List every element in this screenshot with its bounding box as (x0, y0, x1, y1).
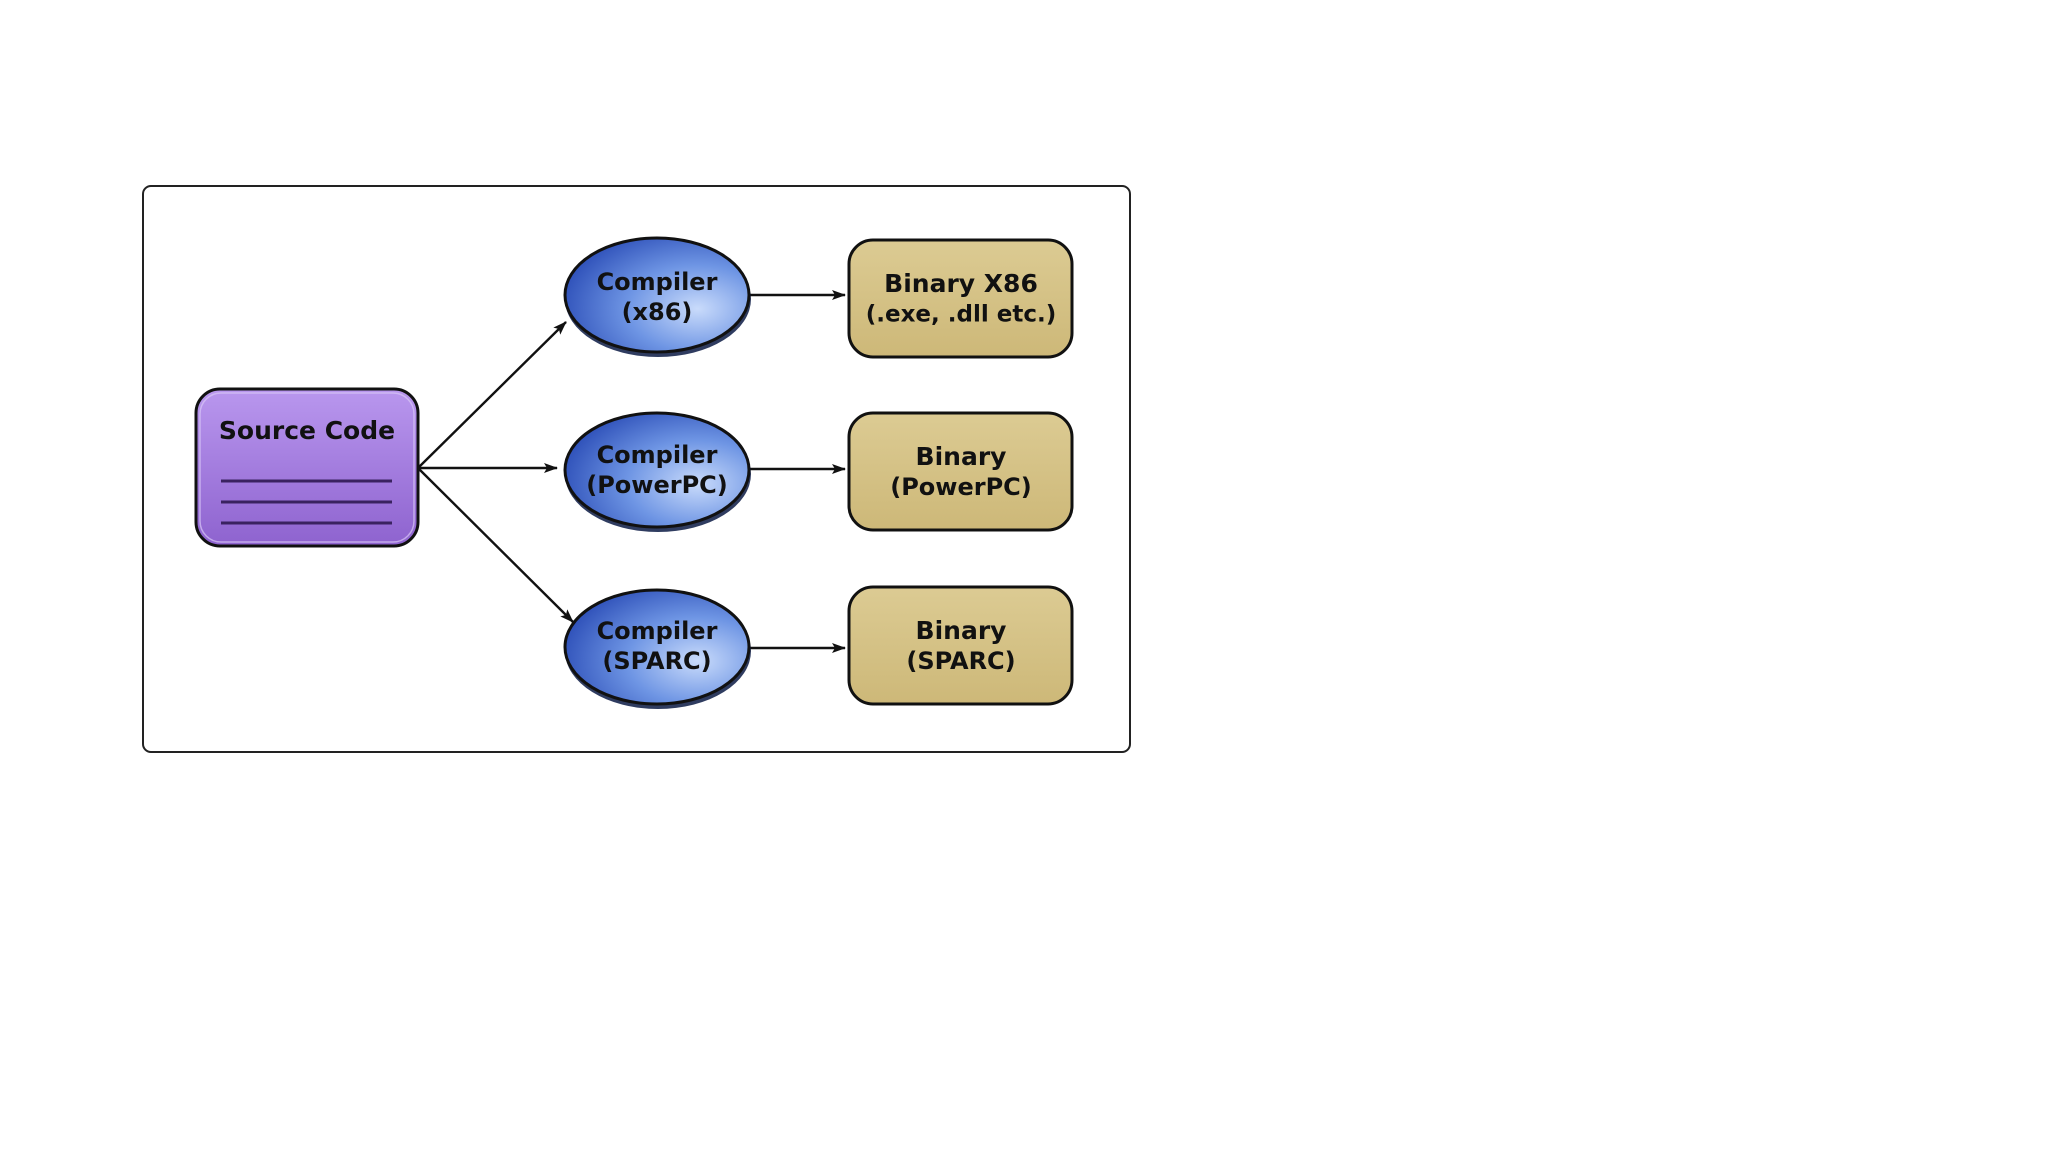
arrow-source-to-compiler-sparc (417, 467, 574, 623)
source-code-label: Source Code (219, 416, 395, 445)
binary-x86-node: Binary X86 (.exe, .dll etc.) (847, 238, 1074, 359)
binary-sparc-line1: Binary (916, 616, 1007, 645)
binary-sparc-line2: (SPARC) (906, 647, 1015, 675)
compiler-powerpc-line1: Compiler (597, 441, 718, 469)
compiler-x86-line2: (x86) (622, 298, 693, 326)
arrow-source-to-compiler-x86 (417, 321, 567, 469)
compiler-x86-line1: Compiler (597, 268, 718, 296)
binary-x86-line2: (.exe, .dll etc.) (866, 302, 1056, 328)
compiler-sparc-node: Compiler (SPARC) (563, 588, 751, 709)
compiler-powerpc-line2: (PowerPC) (586, 471, 728, 499)
binary-powerpc-line2: (PowerPC) (890, 473, 1032, 501)
compiler-sparc-line2: (SPARC) (602, 647, 711, 675)
compiler-sparc-line1: Compiler (597, 617, 718, 645)
binary-sparc-node: Binary (SPARC) (847, 585, 1074, 706)
binary-powerpc-line1: Binary (916, 442, 1007, 471)
compiler-x86-node: Compiler (x86) (563, 236, 751, 357)
binary-x86-line1: Binary X86 (884, 269, 1038, 298)
compiler-powerpc-node: Compiler (PowerPC) (563, 411, 751, 532)
binary-powerpc-node: Binary (PowerPC) (847, 411, 1074, 532)
source-code-node: Source Code (194, 387, 420, 548)
